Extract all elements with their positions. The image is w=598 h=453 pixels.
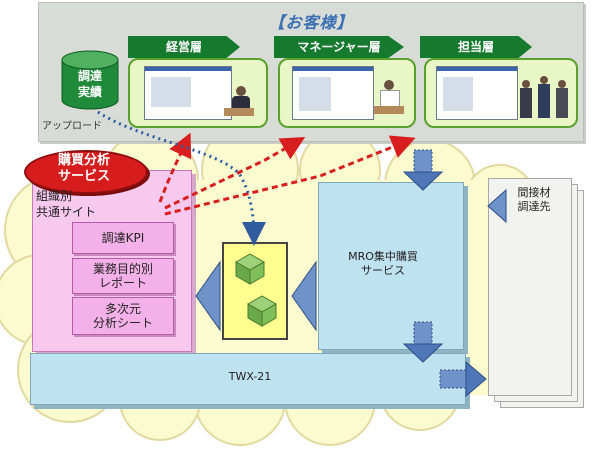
red-arrow-to-manager [164, 137, 306, 210]
twx-label: TWX-21 [228, 370, 272, 383]
org-site-label: 組織別 共通サイト [36, 189, 97, 219]
down-arrow-top [402, 149, 444, 191]
database-label-line1: 調達 実績 [77, 69, 102, 99]
twx-platform-bar [30, 353, 466, 405]
mro-service-box [318, 182, 464, 350]
red-arrow-to-staff [164, 135, 416, 216]
upload-label: アップロード [42, 121, 102, 132]
database-icon [61, 50, 119, 110]
database-label: 調達 実績 [60, 68, 120, 100]
left-arrow-to-cube [291, 260, 317, 332]
down-arrow-bottom [402, 321, 444, 363]
analysis-title: 購買分析 サービス [57, 153, 110, 184]
role-box-manager [278, 58, 416, 128]
supplier-left-arrow [487, 188, 507, 224]
cube-icon [234, 253, 266, 285]
customer-title: 【お客様】 [268, 13, 354, 32]
role-label-manager: マネージャー層 [274, 36, 404, 58]
manager-person-icon [374, 80, 404, 118]
executive-person-icon [224, 86, 254, 118]
role-label-executive: 経営層 [128, 36, 240, 58]
supplier-label: 間接材 調達先 [517, 186, 551, 213]
red-arrow-to-executive [158, 132, 192, 203]
left-arrow-to-analysis [195, 260, 221, 332]
screenshot-thumbnail [144, 66, 232, 120]
multidim-button[interactable]: 多次元 分析シート [72, 297, 174, 335]
cube-icon [246, 295, 278, 327]
staff-group-icon [520, 76, 572, 124]
analysis-title-badge [24, 150, 148, 194]
report-button[interactable]: 業務目的別 レポート [72, 258, 174, 294]
right-arrow-to-suppliers [439, 360, 487, 398]
role-label-staff: 担当層 [420, 36, 532, 58]
kpi-button[interactable]: 調達KPI [72, 222, 174, 254]
screenshot-thumbnail [436, 66, 518, 120]
upload-arrow [97, 110, 266, 246]
screenshot-thumbnail [292, 66, 374, 120]
mro-service-label: MRO集中購買 サービス [348, 250, 418, 277]
role-box-executive [128, 58, 268, 128]
role-box-staff [424, 58, 578, 128]
